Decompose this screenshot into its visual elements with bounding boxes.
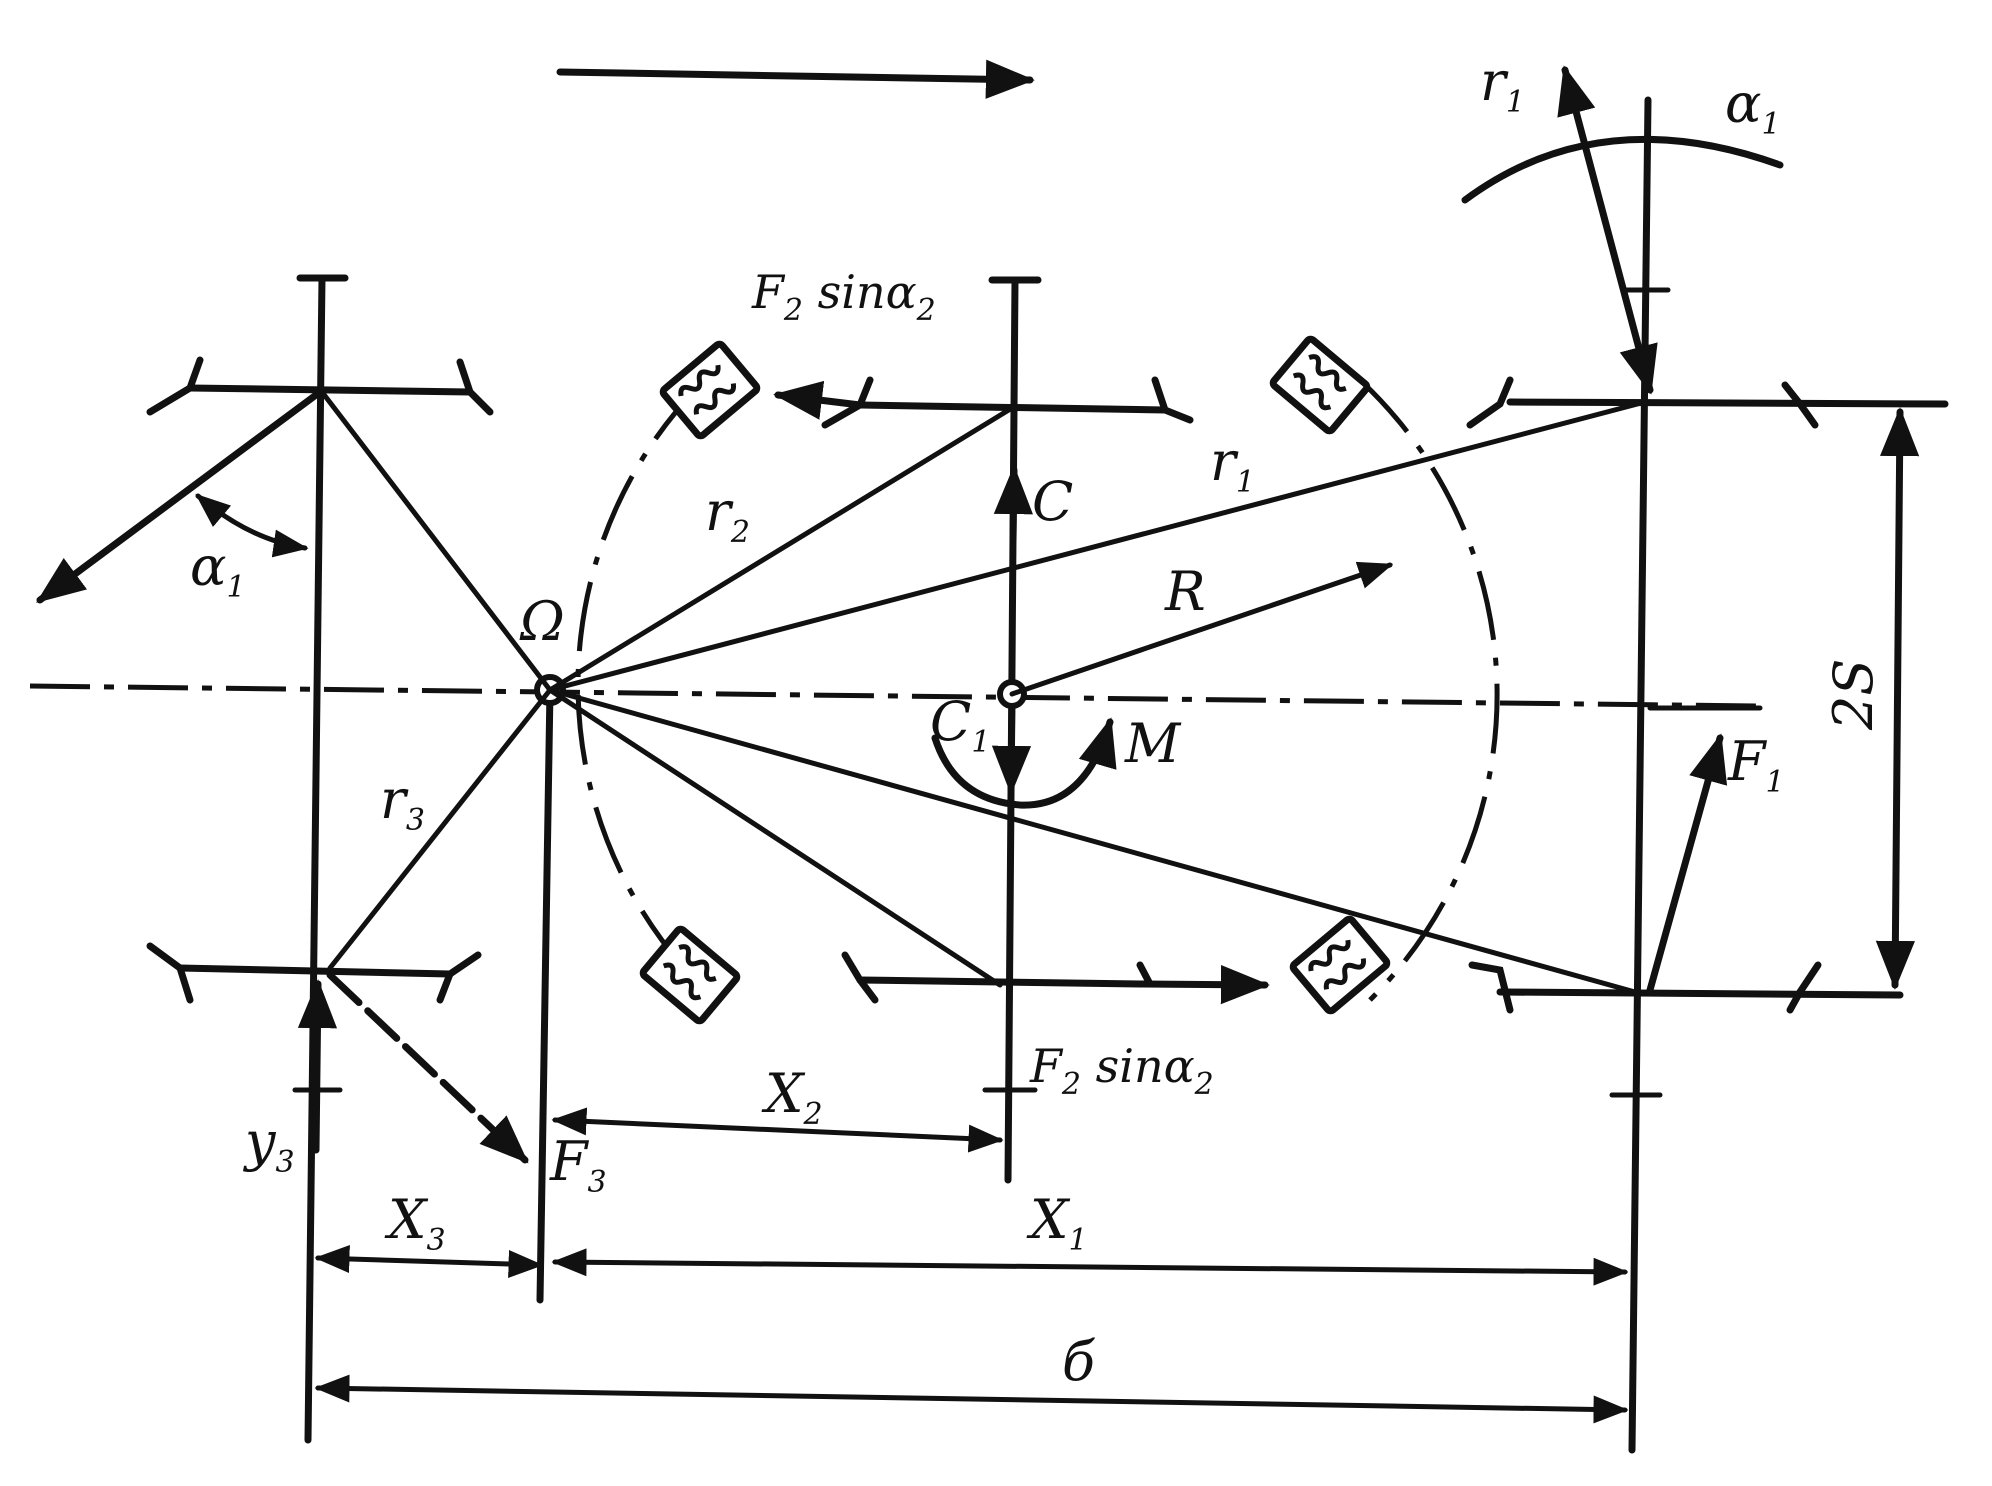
c1-force-arrow [991,696,1032,795]
label-r: R [1164,560,1206,623]
right-wheel-bottom-left [1468,961,1514,1014]
label-f2-sin-top: F2 sinα2 [751,265,936,328]
alpha1-left-arc [195,493,309,558]
right-wheel-top-right [1781,381,1819,429]
r1-top-force-arrow [1557,65,1658,395]
pole-vertical [536,686,554,1304]
right-wheel-bottom-right [1786,961,1822,1014]
middle-wheel-bottom-left [841,951,879,1004]
label-r2: r2 [705,480,750,550]
label-c: C [1032,470,1073,533]
label-x2: X2 [761,1062,823,1132]
r1-to-right-top [547,399,1648,693]
label-x3: X3 [384,1188,446,1258]
spring-top-right [1272,338,1369,433]
left-wheel-top-right [456,358,494,416]
label-f3: F3 [549,1130,607,1200]
right-wheelset-top [1506,398,1949,408]
two-s-dimension-line [1875,407,1920,990]
label-two-s: 2S [1822,659,1885,731]
left-wheelset-bottom [176,964,454,978]
label-r1-mid: r1 [1210,430,1255,500]
label-y3: y3 [243,1110,295,1180]
spring-circle-arc [575,378,1500,1002]
r1-to-right-bottom [547,687,1638,995]
moment-arc [931,717,1117,809]
spring-top-left [662,343,759,438]
middle-wheel-top-right [1151,376,1194,424]
x2-dimension-line [551,1107,1004,1153]
right-wheelset-bottom [1496,988,1904,999]
left-axle-centerline [304,274,326,1444]
label-m: M [1124,712,1182,775]
f3-force-arrow [326,971,529,1164]
middle-lateral-force-bottom [1136,965,1270,1005]
label-r1-top: r1 [1480,50,1525,120]
r2-to-mid-top [547,405,1015,693]
label-f2-sin-bottom: F2 sinα2 [1029,1039,1214,1102]
r2-to-mid-bottom [547,687,1003,988]
left-wheel-top-left [146,356,204,416]
r3-to-left-bottom [327,687,553,971]
c-force-arrow [993,465,1033,544]
y3-force-arrow [297,979,338,1154]
label-x1: X1 [1026,1188,1088,1258]
right-wheel-top-left [1466,376,1514,429]
b-dimension-line [314,1374,1629,1424]
left-lateral-force-arrow [36,388,324,604]
label-b: б [1062,1330,1096,1393]
right-axle-centerline [1628,96,1652,1454]
left-wheel-bottom-right [436,951,482,1004]
f1-force-arrow [1646,733,1728,994]
label-c1: C1 [930,690,990,760]
middle-wheelset-top [856,401,1169,414]
x1-dimension-line [551,1248,1629,1286]
label-r3: r3 [380,768,425,838]
left-wheelset-top [186,384,474,396]
x3-dimension-line [314,1244,544,1279]
label-f1: F1 [1727,730,1785,800]
r-radius-arrow [1009,561,1394,697]
label-omega: Ω [519,590,565,653]
alpha1-top-arc [1461,136,1784,204]
spring-bottom-left [642,928,739,1023]
motion-direction-arrow [556,59,1035,99]
middle-wheelset-bottom [856,976,1144,988]
r3-to-left-top [319,389,553,693]
label-alpha1-left: α1 [190,535,246,605]
middle-lateral-force-top [773,380,864,420]
longitudinal-axis [29,683,1761,709]
left-wheel-bottom-left [146,942,194,1004]
label-alpha1-top: α1 [1725,72,1781,142]
